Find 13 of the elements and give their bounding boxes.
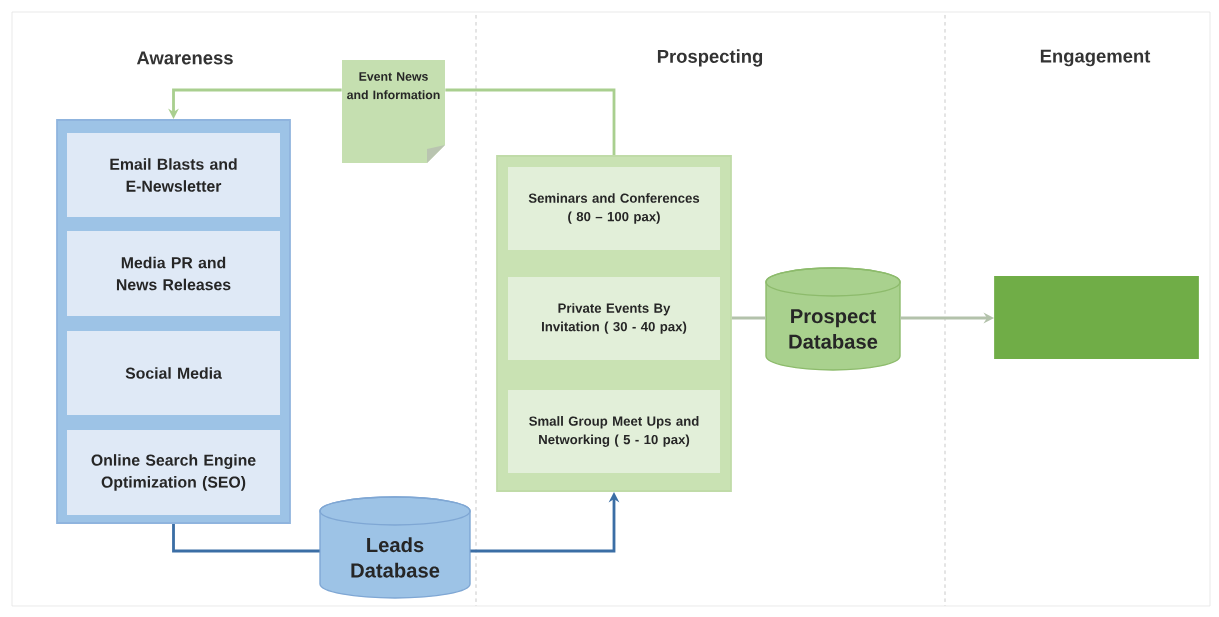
- service-box: [994, 276, 1199, 359]
- process-box: Media PR and News Releases: [67, 231, 280, 316]
- column-heading: Awareness: [136, 51, 233, 65]
- process-box: Email Blasts and E-Newsletter: [67, 133, 280, 217]
- process-box: Private Events By Invitation ( 30 - 40 pax): [508, 277, 720, 360]
- process-box: Small Group Meet Ups and Networking ( 5 - 10 pax): [508, 390, 720, 473]
- database-cylinder: Leads Database: [319, 496, 471, 599]
- database-cylinder: Prospect Database: [765, 267, 901, 371]
- process-box: Online Search Engine Optimization (SEO): [67, 430, 280, 515]
- column-heading: Prospecting: [657, 49, 763, 67]
- process-box: Seminars and Conferences ( 80 – 100 pax): [508, 167, 720, 250]
- column-heading: Engagement: [1040, 49, 1151, 67]
- process-box: Social Media: [67, 331, 280, 415]
